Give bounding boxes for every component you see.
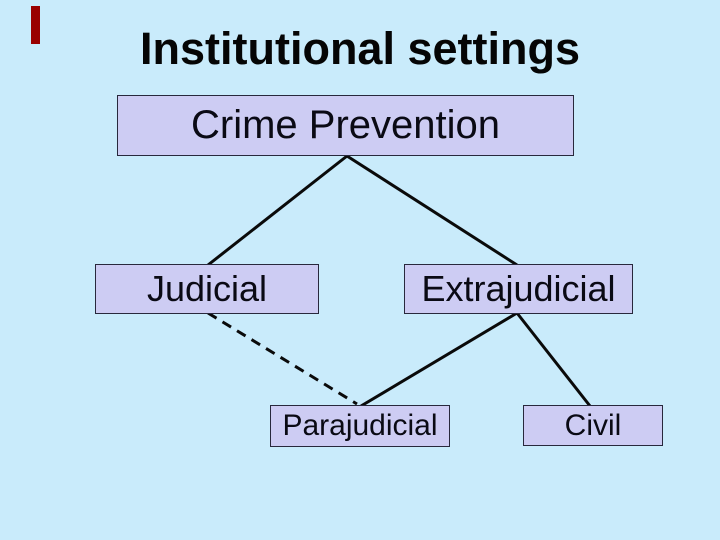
edge-extrajudicial-parajudicial — [360, 311, 518, 408]
red-accent-bar — [31, 6, 40, 44]
node-civil: Civil — [523, 405, 663, 446]
node-parajudicial: Parajudicial — [270, 405, 450, 447]
node-judicial-label: Judicial — [146, 268, 268, 309]
node-civil-label: Civil — [564, 408, 622, 442]
edge-judicial-parajudicial-dashed — [207, 311, 358, 406]
node-parajudicial-label: Parajudicial — [282, 409, 438, 442]
node-crime-prevention-label: Crime Prevention — [190, 103, 500, 147]
node-crime-prevention: Crime Prevention — [117, 95, 574, 156]
edge-crime-prevention-judicial — [207, 154, 348, 267]
node-extrajudicial: Extrajudicial — [404, 264, 633, 314]
node-judicial: Judicial — [95, 264, 319, 314]
edge-crime-prevention-extrajudicial — [346, 154, 518, 267]
edge-extrajudicial-civil — [515, 312, 592, 407]
slide-title: Institutional settings — [139, 23, 580, 74]
node-extrajudicial-label: Extrajudicial — [421, 268, 616, 309]
